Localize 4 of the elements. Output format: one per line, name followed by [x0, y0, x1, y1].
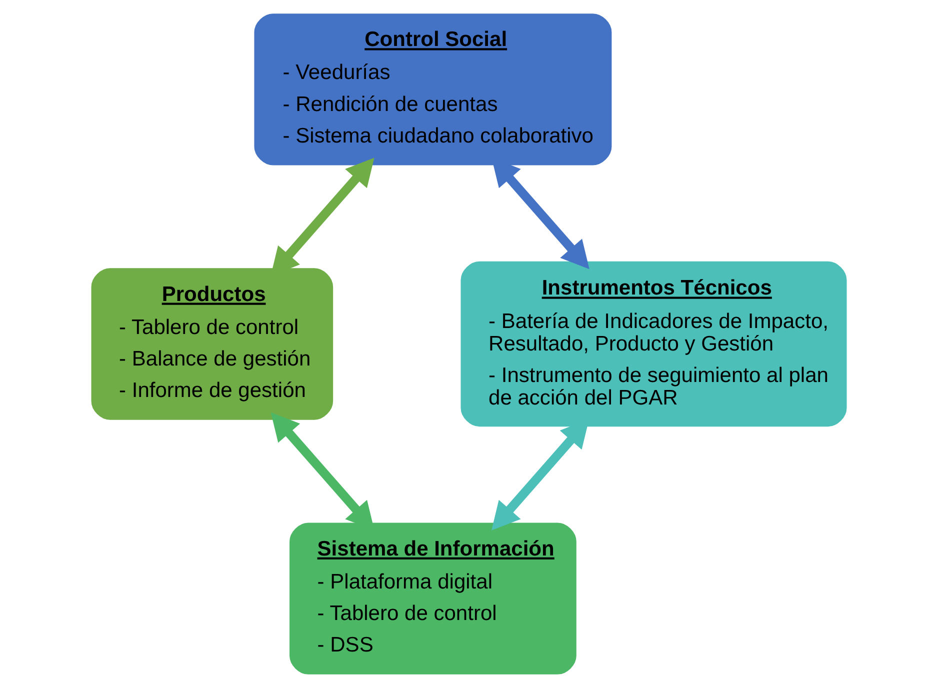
- node-box: Instrumentos Técnicos - Batería de Indicadores de Impacto, Resultado, Producto y Gestión - Instrumento de seguimiento al plan de acción del PGAR: [460, 261, 847, 427]
- node-box: Control Social - Veedurías - Rendición de cuentas - Sistema ciudadano colaborativo: [254, 14, 612, 166]
- node-box: Productos - Tablero de control - Balance de gestión - Informe de gestión: [91, 268, 334, 420]
- node-box: Sistema de Información - Plataforma digital - Tablero de control - DSS: [290, 522, 576, 674]
